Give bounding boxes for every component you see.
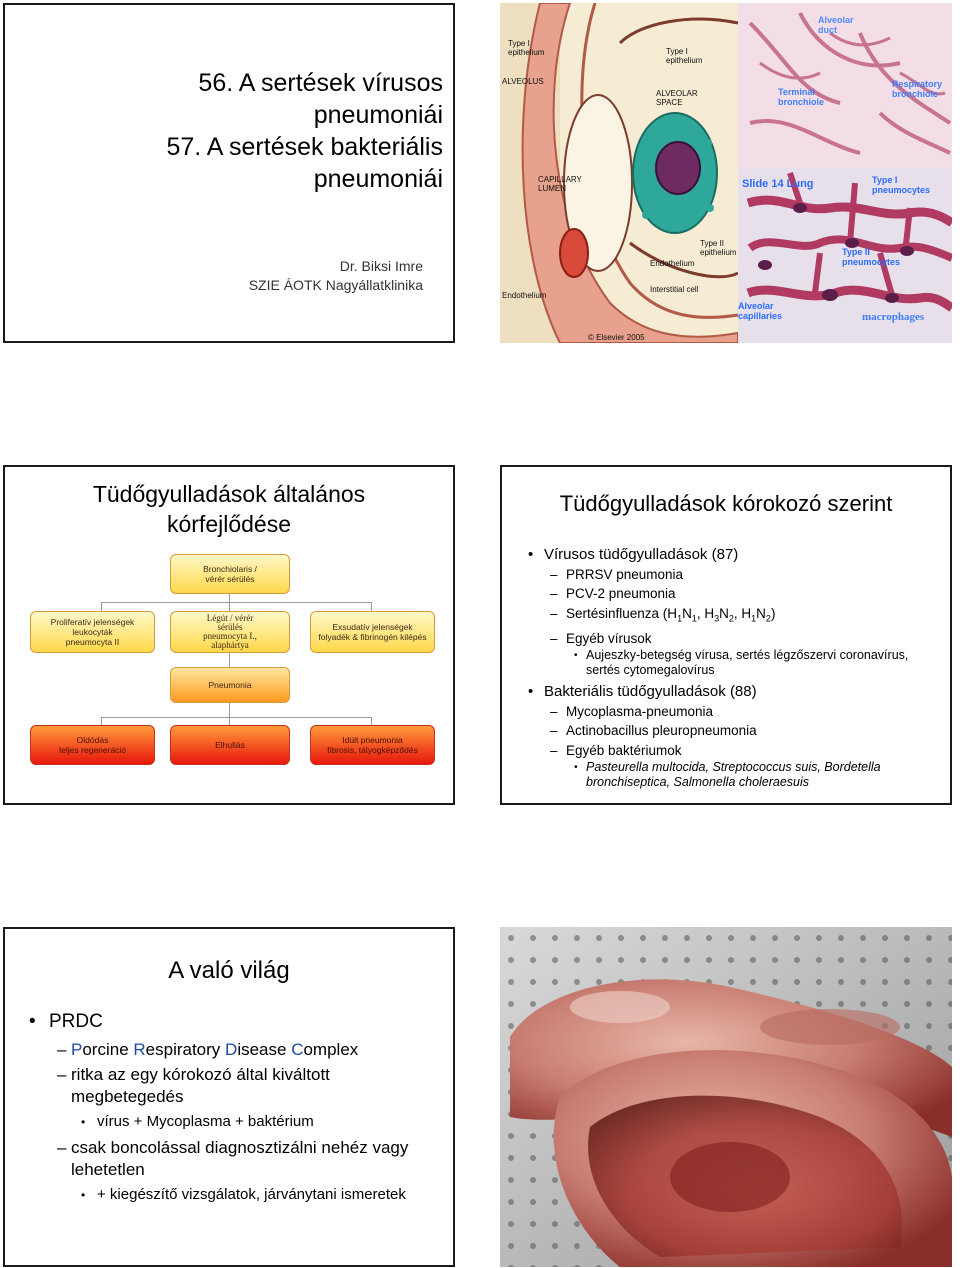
label-type1-epithelium-mid: Type I epithelium xyxy=(666,47,703,65)
slide-title: A való világ xyxy=(168,957,290,984)
label-copyright: © Elsevier 2005 xyxy=(588,333,645,342)
title-line-1: 56. A sertések vírusos xyxy=(198,69,443,97)
connector-line xyxy=(101,602,102,611)
list-item-expansion: Porcine Respiratory Disease Complex xyxy=(19,1039,445,1061)
title-line-2: pneumoniái xyxy=(313,101,443,129)
list-item-influenza: Sertésinfluenza (H1N1, H3N2, H1N2) xyxy=(518,604,940,629)
title-line-3: 57. A sertések bakteriális xyxy=(166,133,443,161)
slide-title: Tüdőgyulladások kórokozó szerint xyxy=(559,491,893,516)
list-item: csak boncolással diagnosztizálni nehéz v… xyxy=(19,1137,445,1181)
influenza-prefix: Sertésinfluenza (H xyxy=(566,605,678,621)
list-item: Egyéb vírusok xyxy=(518,629,940,649)
slide-title: Tüdőgyulladások általános kórfejlődése xyxy=(5,479,453,539)
alveolus-illustration-slide: Type I epithelium ALVEOLUS Type I epithe… xyxy=(500,3,952,343)
lecture-title: 56. A sertések vírusos pneumoniái 57. A … xyxy=(23,67,443,195)
label-type2-epithelium: Type II epithelium xyxy=(700,239,737,257)
pig-lung-photo xyxy=(500,927,952,1267)
pathogenesis-diagram-slide: Tüdőgyulladások általános kórfejlődése B… xyxy=(3,465,455,805)
title-line-2: kórfejlődése xyxy=(166,511,292,537)
list-subitem: Aujeszky-betegség vírusa, sertés légzősz… xyxy=(518,648,940,678)
label-type2-pneumocytes: Type II pneumocytes xyxy=(842,247,901,267)
list-subitem: Pasteurella multocida, Streptococcus sui… xyxy=(518,760,940,790)
list-item: Bakteriális tüdőgyulladások (88) xyxy=(518,682,940,702)
label-alveolar-space: ALVEOLAR SPACE xyxy=(656,89,698,107)
connector-line xyxy=(101,602,371,603)
label-respiratory-bronchiole: Respiratory bronchiole xyxy=(892,79,943,99)
initial-d: D xyxy=(225,1040,238,1059)
author-affiliation: SZIE ÁOTK Nagyállatklinika xyxy=(248,277,423,293)
label-type1-epithelium-top: Type I epithelium xyxy=(508,39,545,57)
label-alveolus: ALVEOLUS xyxy=(502,77,544,86)
pathogen-list: Vírusos tüdőgyulladások (87) PRRSV pneum… xyxy=(518,545,940,790)
title-line-1: Tüdőgyulladások általános xyxy=(92,481,366,507)
list-item: Mycoplasma-pneumonia xyxy=(518,702,940,722)
alveolus-illustration xyxy=(500,3,952,343)
list-subitem: + kiegészítő vizsgálatok, járványtani is… xyxy=(19,1184,445,1206)
list-item: Vírusos tüdőgyulladások (87) xyxy=(518,545,940,565)
label-macrophages: macrophages xyxy=(862,311,925,323)
word-rest: omplex xyxy=(303,1040,359,1059)
list-item: Egyéb baktériumok xyxy=(518,741,940,761)
box-idult: Idült pneumonia fibrosis, tályogképződés xyxy=(310,725,435,765)
label-capillary-lumen: CAPILLARY LUMEN xyxy=(538,175,582,193)
connector-line xyxy=(229,645,230,667)
connector-line xyxy=(101,717,371,718)
list-item: PRRSV pneumonia xyxy=(518,565,940,585)
initial-r: R xyxy=(133,1040,146,1059)
word-rest: espiratory xyxy=(145,1040,226,1059)
label-slide-14-lung: Slide 14 Lung xyxy=(742,178,814,190)
label-interstitial-cell: Interstitial cell xyxy=(650,285,699,294)
pathogen-list-slide: Tüdőgyulladások kórokozó szerint Vírusos… xyxy=(500,465,952,805)
box-elhullas: Elhullás xyxy=(170,725,290,765)
list-item: ritka az egy kórokozó által kiváltott me… xyxy=(19,1064,445,1108)
list-item: Actinobacillus pleuropneumonia xyxy=(518,721,940,741)
label-terminal-bronchiole: Terminal bronchiole xyxy=(778,87,825,107)
box-exsudativ: Exsudatív jelenségek folyadék & fibrinog… xyxy=(310,611,435,653)
author-block: Dr. Biksi Imre SZIE ÁOTK Nagyállatklinik… xyxy=(249,257,423,295)
list-item: PCV-2 pneumonia xyxy=(518,584,940,604)
label-type1-pneumocytes: Type I pneumocytes xyxy=(872,175,931,195)
prdc-slide: A való világ PRDC Porcine Respiratory Di… xyxy=(3,927,455,1267)
connector-line xyxy=(371,717,372,725)
box-proliferativ: Proliferatív jelenségek leukocyták pneum… xyxy=(30,611,155,653)
label-endothelium-left: Endothelium xyxy=(502,291,547,300)
initial-p: P xyxy=(71,1040,83,1059)
initial-c: C xyxy=(291,1040,304,1059)
title-slide: 56. A sertések vírusos pneumoniái 57. A … xyxy=(3,3,455,343)
box-bronchiolaris: Bronchiolaris / vérér sérülés xyxy=(170,554,290,594)
box-oldodas: Oldódás teljes regeneráció xyxy=(30,725,155,765)
label-alveolar-capillaries: Alveolar capillaries xyxy=(738,301,783,321)
list-item-prdc: PRDC xyxy=(19,1011,445,1033)
label-endothelium-right: Endothelium xyxy=(650,259,695,268)
word-rest: isease xyxy=(237,1040,292,1059)
list-subitem: vírus + Mycoplasma + baktérium xyxy=(19,1111,445,1133)
connector-line xyxy=(371,602,372,611)
box-pneumonia: Pneumonia xyxy=(170,667,290,703)
word-rest: orcine xyxy=(82,1040,134,1059)
box-legut: Légút / vérér sérülés pneumocyta I., ala… xyxy=(170,611,290,653)
author-name: Dr. Biksi Imre xyxy=(339,258,423,274)
prdc-list: PRDC Porcine Respiratory Disease Complex… xyxy=(19,1011,445,1210)
connector-line xyxy=(101,717,102,725)
connector-line xyxy=(229,703,230,725)
label-alveolar-duct: Alveolar duct xyxy=(818,15,854,35)
title-line-4: pneumoniái xyxy=(313,165,443,193)
lung-photo-slide xyxy=(500,927,952,1267)
